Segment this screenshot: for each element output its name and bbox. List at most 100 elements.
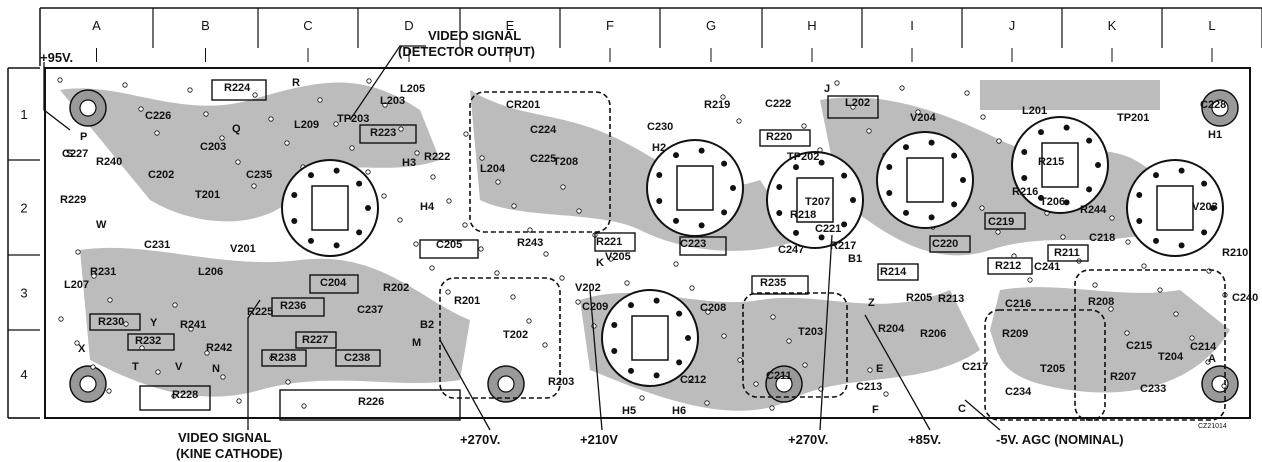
capacitor-label: C211 xyxy=(766,370,792,382)
tube-socket xyxy=(1011,116,1109,214)
capacitor-label: C237 xyxy=(357,304,383,316)
test-point-letter: H6 xyxy=(672,405,686,417)
inductor-label: L201 xyxy=(1022,105,1047,117)
tube-socket xyxy=(601,289,699,387)
callout-85v-text: +85V. xyxy=(908,432,941,447)
transistor-label: T206 xyxy=(1040,196,1065,208)
callout-video-kine: VIDEO SIGNAL (KINE CATHODE) xyxy=(176,299,283,461)
shield-can xyxy=(742,292,848,398)
callout-video-det-line1: VIDEO SIGNAL xyxy=(428,28,521,43)
resistor-label: R223 xyxy=(370,127,396,139)
resistor-label: R218 xyxy=(790,209,816,221)
capacitor-label: C205 xyxy=(436,239,462,251)
capacitor-label: C241 xyxy=(1034,261,1060,273)
capacitor-label: C240 xyxy=(1232,292,1258,304)
component-body xyxy=(295,331,337,349)
capacitor-label: C223 xyxy=(680,238,706,250)
test-point-label: TP201 xyxy=(1117,112,1149,124)
component-body xyxy=(139,385,211,411)
test-point-label: TP202 xyxy=(787,151,819,163)
test-point-letter: H5 xyxy=(622,405,636,417)
column-label: A xyxy=(92,18,101,33)
capacitor-label: C234 xyxy=(1005,386,1032,398)
test-point-label: TP203 xyxy=(337,113,369,125)
callout-270v-right: +270V. xyxy=(788,234,833,447)
column-label: J xyxy=(1009,18,1016,33)
test-point-letter: B1 xyxy=(848,253,862,265)
test-point-letter: C xyxy=(958,403,966,415)
callout-video-kine-line1: VIDEO SIGNAL xyxy=(178,430,271,445)
tube-label: V201 xyxy=(230,243,256,255)
resistor-label: R203 xyxy=(548,376,574,388)
inductor-label: L202 xyxy=(845,97,870,109)
capacitor-label: C204 xyxy=(320,277,347,289)
test-point-letter: E xyxy=(876,363,883,375)
transistor-label: T207 xyxy=(805,196,830,208)
inductor-label: L203 xyxy=(380,95,405,107)
resistor-label: R226 xyxy=(358,396,384,408)
callout-video-kine-line2: (KINE CATHODE) xyxy=(176,446,283,461)
capacitor-label: C203 xyxy=(200,141,226,153)
component-body xyxy=(1047,244,1089,262)
transistor-label: T201 xyxy=(195,189,220,201)
column-label: K xyxy=(1108,18,1117,33)
row-label: 1 xyxy=(20,107,27,122)
resistor-label: R221 xyxy=(596,236,622,248)
inductor-label: L209 xyxy=(294,119,319,131)
resistor-label: R220 xyxy=(766,131,792,143)
column-label: I xyxy=(910,18,914,33)
resistor-label: R236 xyxy=(280,300,306,312)
callout-agc: -5V. AGC (NOMINAL) xyxy=(964,399,1124,447)
tube-label: V205 xyxy=(605,251,631,263)
transistor-label: T205 xyxy=(1040,363,1065,375)
tube-label: V204 xyxy=(910,112,937,124)
row-label: 3 xyxy=(20,286,27,301)
resistor-label: R232 xyxy=(135,335,161,347)
component-body xyxy=(335,349,381,367)
callout-video-detector: VIDEO SIGNAL (DETECTOR OUTPUT) xyxy=(349,28,535,121)
capacitor-label: C219 xyxy=(988,216,1014,228)
resistor-label: R242 xyxy=(206,342,232,354)
resistor-label: R209 xyxy=(1002,328,1028,340)
callout-video-det-line2: (DETECTOR OUTPUT) xyxy=(398,44,535,59)
capacitor-label: C228 xyxy=(1200,99,1226,111)
test-point-letter: J xyxy=(824,83,830,95)
component-body xyxy=(759,129,811,147)
tube-label: V203 xyxy=(1192,201,1218,213)
resistor-label: R212 xyxy=(995,260,1021,272)
resistor-label: R215 xyxy=(1038,156,1064,168)
resistor-label: R230 xyxy=(98,316,124,328)
test-point-letter: Z xyxy=(868,297,875,309)
callout-270v-right-text: +270V. xyxy=(788,432,828,447)
resistor-label: R208 xyxy=(1088,296,1114,308)
test-point-letter: Y xyxy=(150,317,158,329)
component-body xyxy=(89,313,141,331)
transistor-label: T203 xyxy=(798,326,823,338)
resistor-label: R228 xyxy=(172,389,198,401)
resistor-label: R222 xyxy=(424,151,450,163)
resistor-label: R207 xyxy=(1110,371,1136,383)
resistor-label: R205 xyxy=(906,292,932,304)
capacitor-label: C209 xyxy=(582,301,608,313)
capacitor-label: C221 xyxy=(815,223,841,235)
resistor-label: R244 xyxy=(1080,204,1107,216)
column-label: C xyxy=(303,18,312,33)
test-point-letter: B2 xyxy=(420,319,434,331)
capacitor-label: C220 xyxy=(932,238,958,250)
resistor-label: R213 xyxy=(938,293,964,305)
resistor-label: R206 xyxy=(920,328,946,340)
transistor-label: T208 xyxy=(553,156,578,168)
capacitor-label: C238 xyxy=(344,352,370,364)
shield-can xyxy=(1074,269,1226,421)
row-label: 4 xyxy=(20,367,27,382)
callout-agc-text: -5V. AGC (NOMINAL) xyxy=(996,432,1124,447)
capacitor-label: C231 xyxy=(144,239,170,251)
tube-socket xyxy=(766,151,864,249)
resistor-label: R214 xyxy=(880,266,907,278)
components-layer xyxy=(89,79,1226,421)
capacitor-label: C218 xyxy=(1089,232,1115,244)
shield-can xyxy=(984,309,1106,421)
